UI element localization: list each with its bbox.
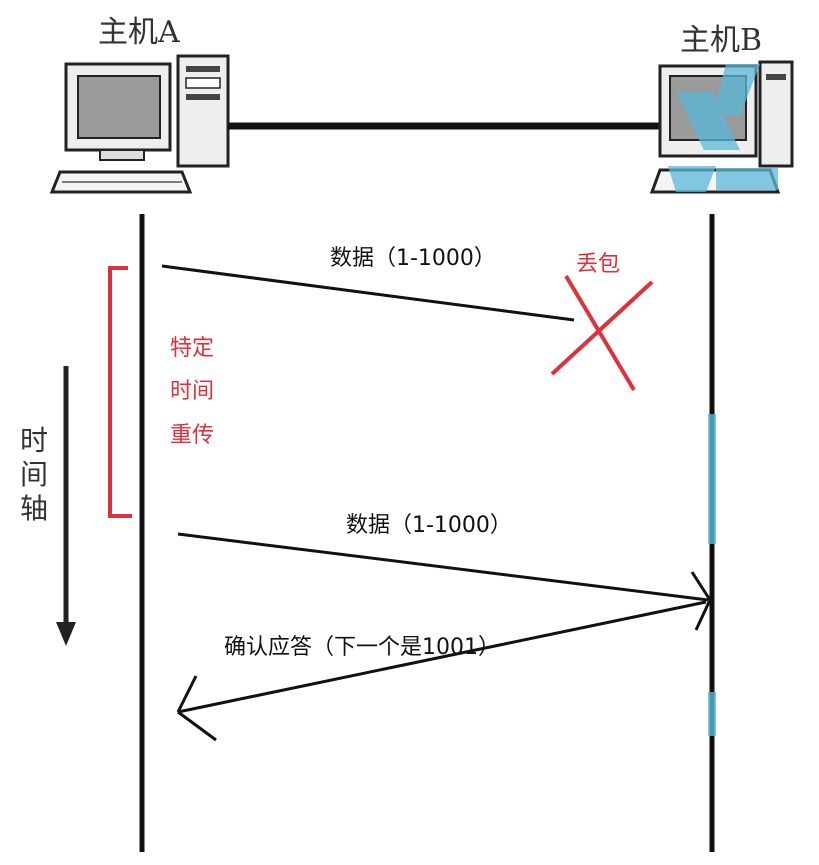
first-data-label: 数据（1-1000） (330, 246, 496, 271)
time-axis-char-3: 轴 (20, 492, 48, 525)
blue-timeline-mark (708, 414, 716, 544)
retrans-data-arrow (177, 532, 709, 602)
packet-loss-x-icon (564, 274, 636, 392)
host-a-label: 主机A (98, 15, 180, 50)
time-axis-char-2: 间 (20, 458, 48, 491)
packet-loss-label: 丢包 (576, 252, 620, 277)
timeout-bracket (108, 266, 132, 518)
ack-label: 确认应答（下一个是1001） (224, 635, 500, 660)
timeout-label-line1: 特定 (170, 336, 214, 361)
time-axis-char-1: 时 (20, 424, 48, 457)
host-b-label: 主机B (680, 23, 762, 58)
blue-timeline-mark (708, 692, 716, 736)
blue-overlay-marks (668, 64, 778, 192)
packet-loss-x-icon (550, 280, 654, 376)
retrans-arrowhead-icon (690, 571, 712, 631)
time-axis-arrowhead (56, 622, 76, 646)
ack-arrowhead-icon (177, 710, 217, 742)
first-data-arrow (161, 264, 575, 322)
ack-arrowhead-icon (176, 675, 198, 713)
host-a-computer-icon (49, 54, 230, 194)
timeout-label-line2: 时间 (170, 379, 214, 404)
timeout-label-line3: 重传 (170, 423, 214, 448)
retrans-data-label: 数据（1-1000） (346, 513, 512, 538)
ack-arrow (177, 600, 707, 714)
